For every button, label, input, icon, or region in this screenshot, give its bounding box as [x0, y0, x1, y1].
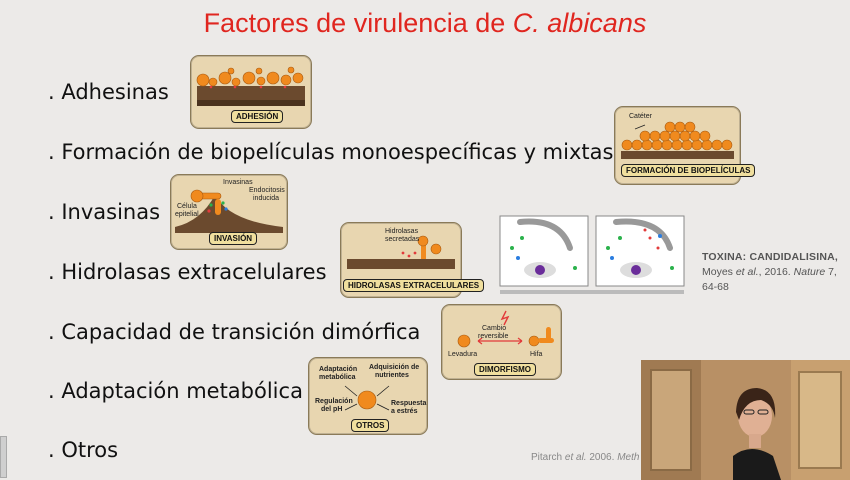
epitelial-text: epitelial — [175, 211, 199, 218]
toxin-journal: Nature — [793, 266, 826, 278]
bullet-biopeliculas: . Formación de biopelículas monoespecífi… — [48, 140, 614, 164]
bullet-hidrolasas: . Hidrolasas extracelulares — [48, 260, 327, 284]
dimorfismo-label: DIMORFISMO — [474, 363, 536, 376]
cambio-text: Cambio — [482, 325, 507, 332]
title-text: Factores de virulencia de — [203, 8, 513, 38]
respuesta-text: Respuesta — [391, 400, 427, 407]
otros-label: OTROS — [351, 419, 390, 432]
hidrolasas-label: HIDROLASAS EXTRACELULARES — [343, 279, 485, 292]
presenter-illustration — [641, 360, 850, 480]
bullet-otros: . Otros — [48, 438, 119, 462]
bullet-dimorfismo: . Capacidad de transición dimórfica — [48, 320, 421, 344]
citation-year: 2006. — [586, 452, 618, 463]
hifa-text: Hifa — [530, 351, 543, 358]
hidrolasas-text1: Hidrolasas — [385, 228, 419, 235]
invasion-figure: Invasinas Endocitosis inducida Célula ep… — [170, 174, 288, 250]
adhesion-illustration — [196, 66, 305, 106]
slide-title: Factores de virulencia de C. albicans — [0, 8, 850, 39]
nutrientes-text: nutrientes — [375, 372, 409, 379]
ph-text: del pH — [321, 406, 343, 413]
invasion-label: INVASIÓN — [209, 232, 258, 245]
biofilm-figure: Catéter FORMACIÓN DE BIOPELÍCULAS — [614, 106, 756, 185]
catheter-label: Catéter — [629, 113, 652, 120]
toxin-volume: 7, — [825, 266, 837, 278]
estres-text: a estrés — [391, 408, 418, 415]
toxin-etal: et al. — [735, 266, 759, 278]
invasinas-text: Invasinas — [223, 179, 253, 186]
invasion-illustration — [175, 189, 283, 233]
citation-etal: et al. — [564, 452, 587, 463]
toxin-reference: TOXINA: CANDIDALISINA, Moyes et al., 201… — [702, 250, 838, 295]
biofilm-illustration — [621, 121, 734, 159]
citation-author: Pitarch — [531, 452, 565, 463]
bullet-adaptacion: . Adaptación metabólica — [48, 379, 303, 403]
citation-journal: Meth — [617, 452, 640, 463]
toxin-authors: Moyes — [702, 266, 736, 278]
metabolica-text: metabólica — [319, 374, 356, 381]
candidalysin-diagram — [499, 215, 685, 294]
otros-figure: Adaptación metabólica Adquisición de nut… — [308, 357, 428, 435]
adhesion-figure: ADHESIÓN — [190, 55, 312, 129]
reversible-text: reversible — [478, 333, 509, 340]
bullet-invasinas: . Invasinas — [48, 200, 161, 224]
inducida-text: inducida — [253, 195, 280, 202]
hidrolasas-text2: secretadas — [385, 236, 420, 243]
endocitosis-text: Endocitosis — [249, 187, 285, 194]
adaptacion-text: Adaptación — [319, 366, 358, 373]
levadura-text: Levadura — [448, 351, 478, 358]
toxin-pages: 64-68 — [702, 281, 729, 293]
otros-illustration — [344, 385, 390, 411]
adhesion-label: ADHESIÓN — [231, 110, 284, 123]
biofilm-label: FORMACIÓN DE BIOPELÍCULAS — [621, 164, 756, 177]
hidrolasas-illustration — [347, 235, 455, 269]
left-edge-tab[interactable] — [0, 436, 7, 478]
toxin-year: , 2016. — [758, 266, 794, 278]
adquisicion-text: Adquisición de — [369, 364, 420, 371]
toxin-heading: TOXINA: CANDIDALISINA, — [702, 251, 839, 263]
citation: Pitarch et al. 2006. Meth — [531, 452, 639, 463]
dimorfismo-illustration — [457, 310, 554, 348]
hidrolasas-figure: Hidrolasas secretadas HIDROLASAS EXTRACE… — [340, 222, 485, 298]
title-species: C. albicans — [512, 8, 647, 38]
celula-text: Célula — [177, 203, 197, 210]
bullet-adhesinas: . Adhesinas — [48, 80, 169, 104]
regulacion-text: Regulación — [315, 398, 353, 405]
dimorfismo-figure: Cambio reversible Levadura Hifa DIMORFIS… — [441, 304, 562, 380]
presenter-video — [641, 360, 850, 480]
